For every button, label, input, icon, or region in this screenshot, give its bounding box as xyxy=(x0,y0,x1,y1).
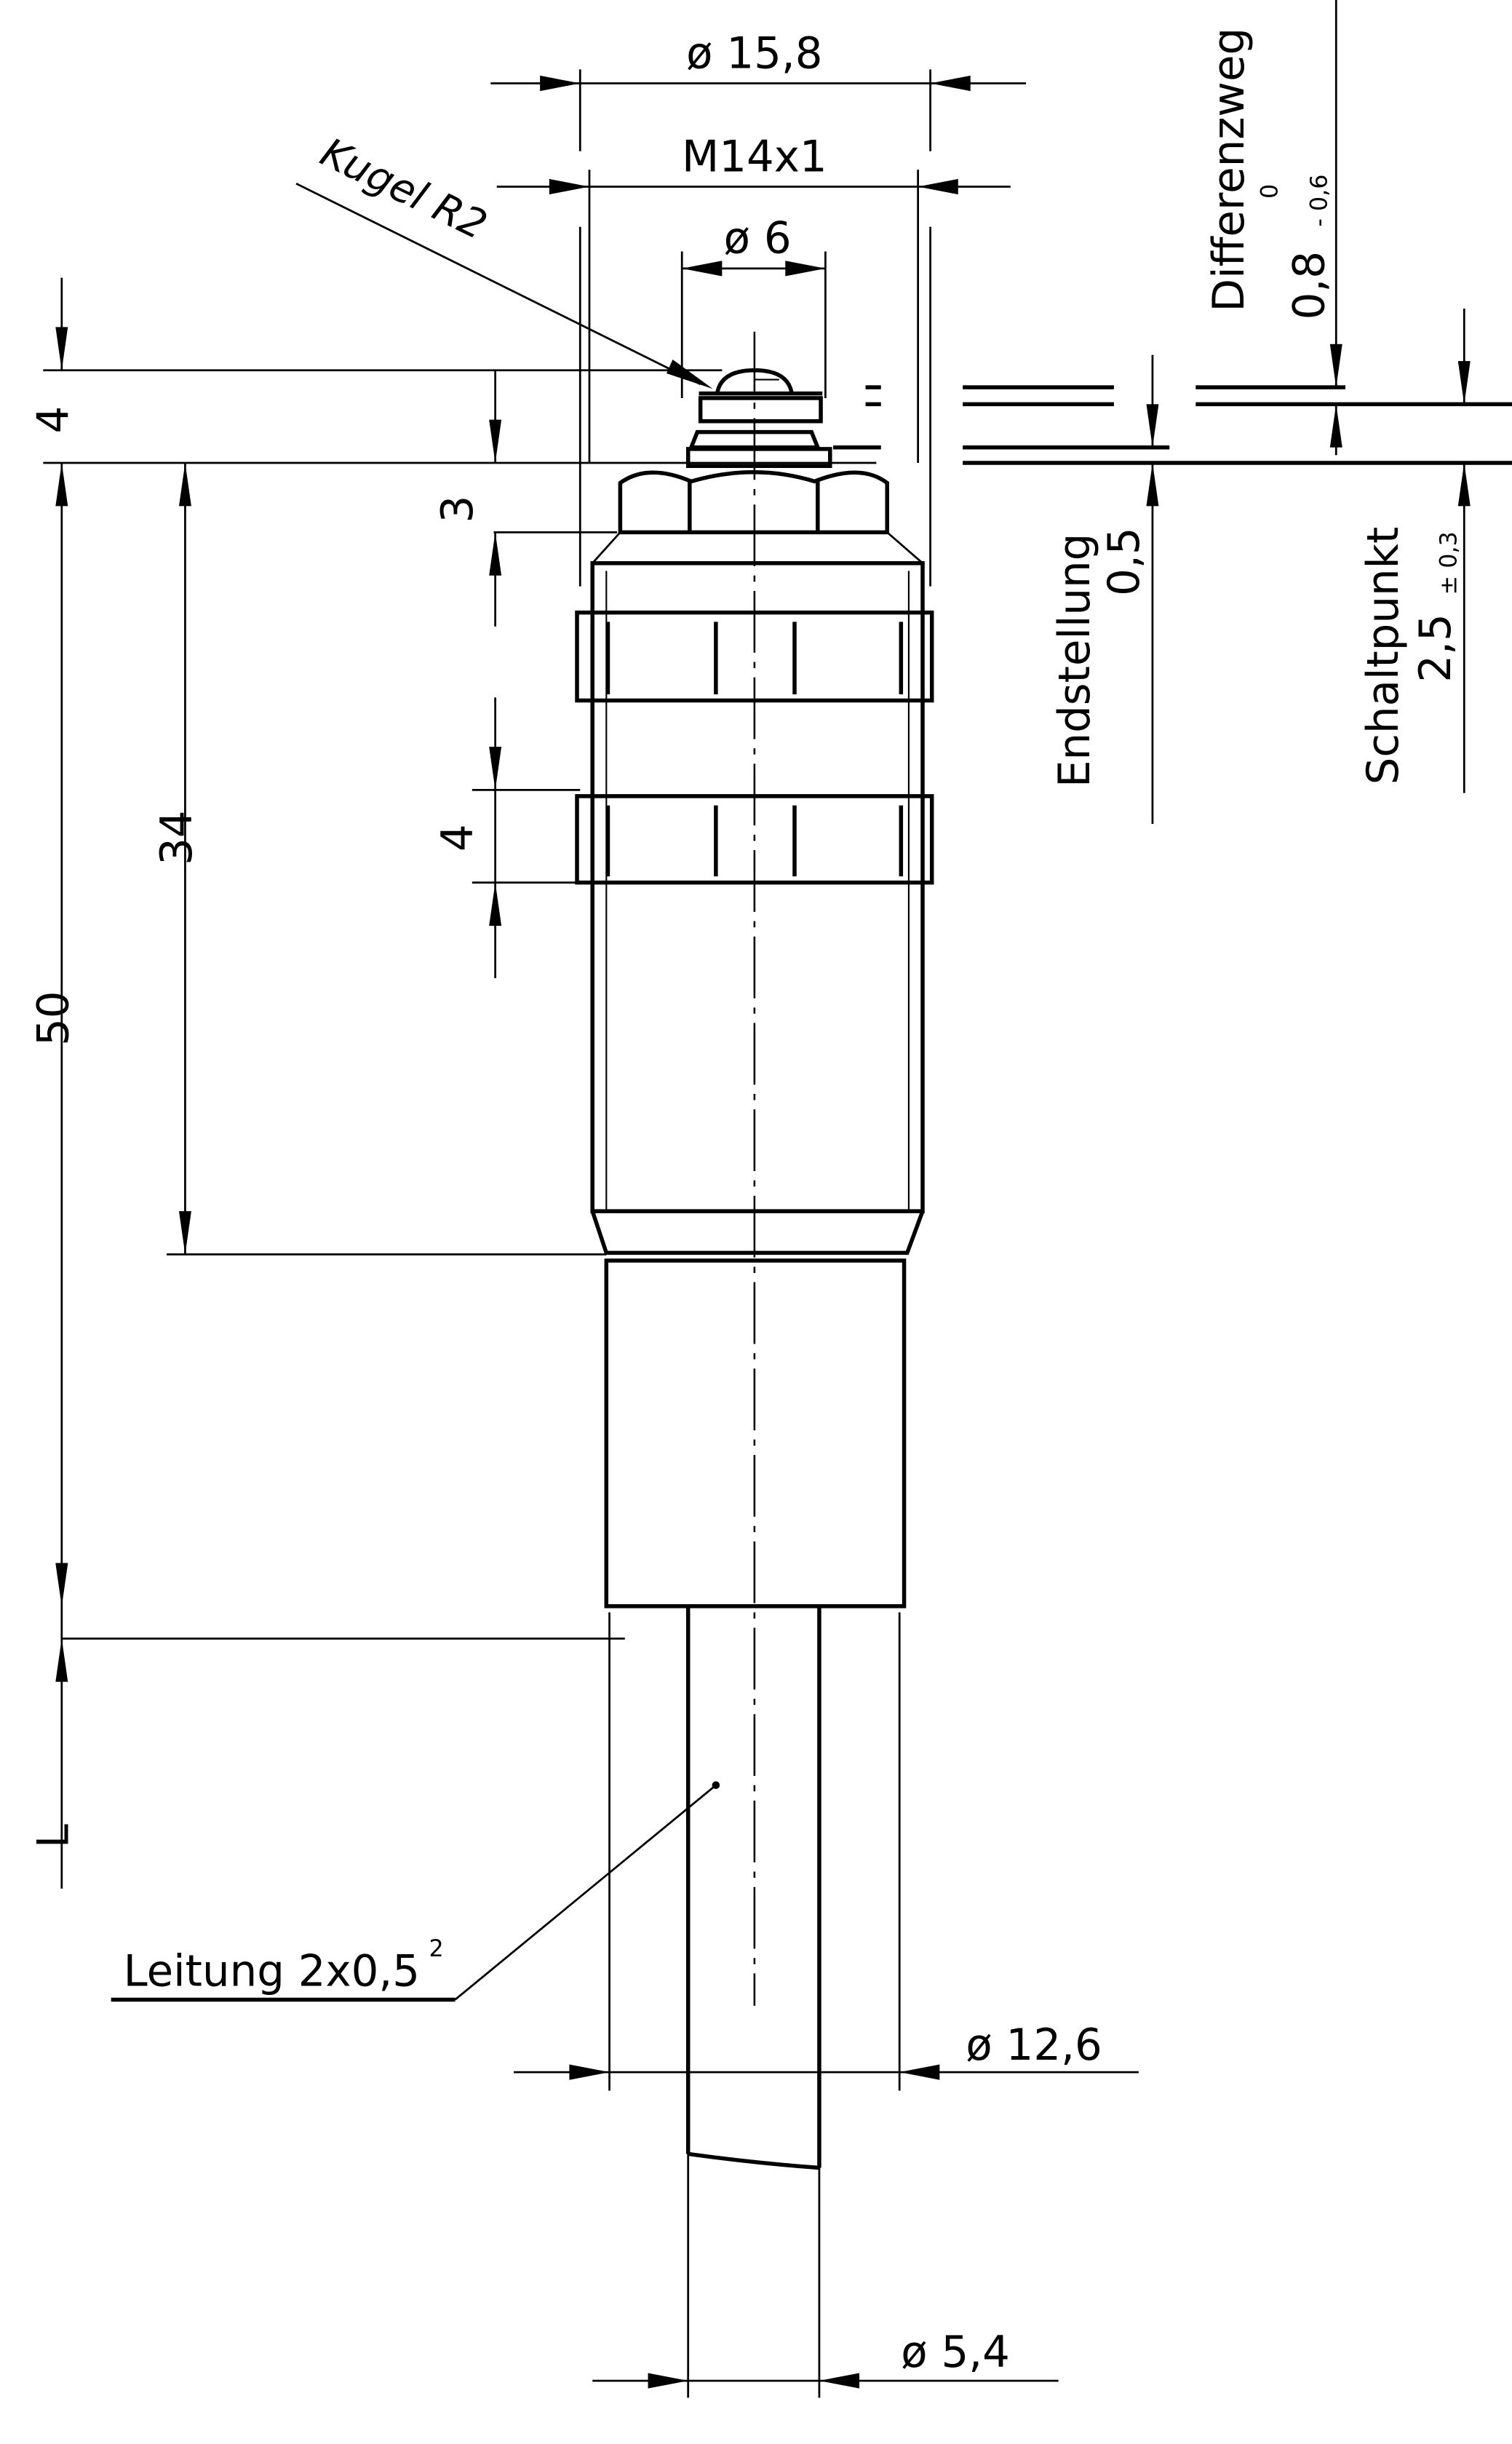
cable-label: Leitung 2x0,5 xyxy=(124,1945,420,1996)
schaltpunkt-label: Schaltpunkt xyxy=(1358,527,1408,785)
dia-5-4-label: ø 5,4 xyxy=(901,2327,1010,2377)
dia-15-8-label: ø 15,8 xyxy=(686,28,822,78)
housing-sleeve xyxy=(604,1258,907,1608)
dim-dia-6: ø 6 xyxy=(680,213,827,398)
dim-nut-4: 4 xyxy=(432,697,502,979)
dim-schaltpunkt: Schaltpunkt 2,5 ± 0,3 xyxy=(1358,308,1471,793)
schaltpunkt-tol: ± 0,3 xyxy=(1436,531,1463,595)
differenzweg-tol-lower: - 0,6 xyxy=(1306,175,1333,227)
dim-dia-15-8: ø 15,8 xyxy=(490,28,1027,151)
dim-top-4: 4 xyxy=(28,277,78,507)
thread-label: M14x1 xyxy=(682,131,827,181)
ball-plunger xyxy=(685,368,832,468)
endstellung-value: 0,5 xyxy=(1099,527,1149,595)
differenzweg-label: Differenzweg xyxy=(1203,28,1254,312)
travel-ref-lines xyxy=(833,385,1512,465)
nut-3-label: 3 xyxy=(432,496,482,523)
dim-nut-3: 3 xyxy=(432,370,502,627)
endstellung-label: Endstellung xyxy=(1049,533,1099,787)
nut-4-label: 4 xyxy=(432,824,482,852)
dim-dia-5-4: ø 5,4 xyxy=(592,2154,1059,2398)
dim-34: 34 xyxy=(151,462,607,1255)
dim-endstellung: Endstellung 0,5 xyxy=(1049,354,1159,825)
schaltpunkt-value: 2,5 xyxy=(1410,614,1460,682)
dia-6-label: ø 6 xyxy=(724,213,792,263)
len-34-label: 34 xyxy=(151,810,202,865)
ball-leader: Kugel R2 xyxy=(295,129,713,389)
differenzweg-value: 0,8 xyxy=(1284,251,1334,320)
dim-dia-12-6: ø 12,6 xyxy=(514,1612,1139,2091)
threaded-body xyxy=(590,561,925,1255)
differenzweg-tol-upper: 0 xyxy=(1257,184,1284,199)
top-hex-nut xyxy=(590,469,926,565)
dim-differenzweg: Differenzweg 0,8 0 - 0,6 xyxy=(1203,0,1342,456)
lock-nut-upper xyxy=(575,610,934,703)
dim-50: 50 xyxy=(28,462,78,1639)
dia-12-6-label: ø 12,6 xyxy=(966,2020,1102,2070)
ball-label: Kugel R2 xyxy=(314,129,494,249)
len-L-label: L xyxy=(28,1824,78,1848)
len-50-label: 50 xyxy=(28,991,78,1046)
top-4-label: 4 xyxy=(28,406,78,434)
dim-L: L xyxy=(28,1563,625,1889)
dim-thread: M14x1 xyxy=(496,131,1011,587)
lock-nut-lower xyxy=(575,794,934,885)
cable-label-sup: 2 xyxy=(429,1935,443,1962)
cable-leader: Leitung 2x0,5 2 xyxy=(111,1784,717,2002)
